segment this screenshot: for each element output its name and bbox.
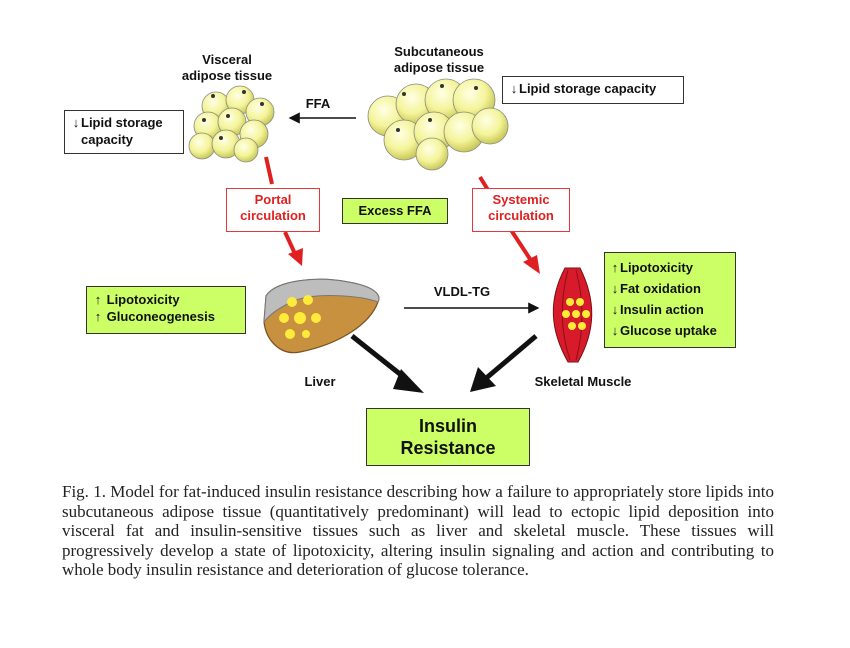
systemic-circulation-box: Systemic circulation: [472, 188, 570, 232]
ffa-label: FFA: [305, 96, 331, 111]
liver-effects-box: ↑ Lipotoxicity ↑ Gluconeogenesis: [86, 286, 246, 334]
visceral-adipose-icon: [188, 85, 275, 163]
subcut-lipid-box: ↓Lipid storage capacity: [502, 76, 684, 104]
portal-red-arrow: [264, 156, 303, 266]
subcutaneous-adipose-icon: [367, 78, 509, 171]
systemic-red-arrow: [478, 175, 540, 274]
liver-effect-gluconeogenesis: ↑ Gluconeogenesis: [94, 309, 215, 324]
portal-circulation-box: Portal circulation: [226, 188, 320, 232]
muscle-effect-insulin-action: ↓Insulin action: [611, 302, 704, 317]
skeletal-muscle-icon: [552, 267, 593, 363]
muscle-label: Skeletal Muscle: [534, 374, 632, 389]
visceral-lipid-box: ↓Lipid storage capacity: [64, 110, 184, 154]
excess-ffa-box: Excess FFA: [342, 198, 448, 224]
insulin-resistance-box: Insulin Resistance: [366, 408, 530, 466]
liver-to-resistance-arrow: [350, 334, 424, 393]
muscle-effect-fat-oxidation: ↓Fat oxidation: [611, 281, 701, 296]
vldl-label: VLDL-TG: [433, 284, 491, 299]
visceral-label: Visceral adipose tissue: [181, 52, 273, 83]
muscle-to-resistance-arrow: [470, 334, 538, 392]
muscle-effects-box: ↑Lipotoxicity ↓Fat oxidation ↓Insulin ac…: [604, 252, 736, 348]
subcutaneous-label: Subcutaneous adipose tissue: [393, 44, 485, 75]
liver-icon: [263, 278, 380, 354]
figure-caption: Fig. 1. Model for fat-induced insulin re…: [62, 482, 774, 579]
muscle-effect-lipotoxicity: ↑Lipotoxicity: [611, 260, 693, 275]
liver-effect-lipotoxicity: ↑ Lipotoxicity: [94, 292, 180, 307]
muscle-effect-glucose-uptake: ↓Glucose uptake: [611, 323, 717, 338]
liver-label: Liver: [304, 374, 336, 389]
